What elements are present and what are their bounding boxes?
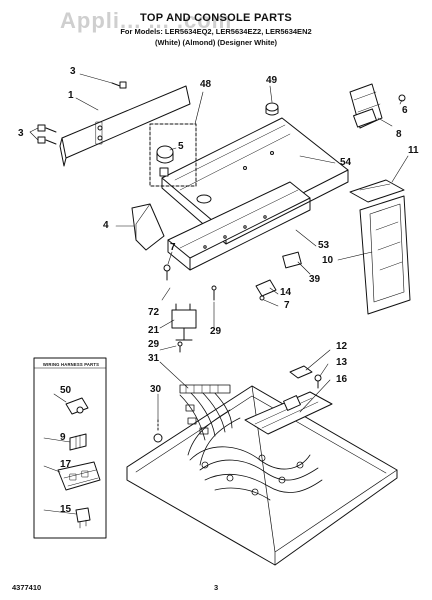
part-11-lid [349, 179, 405, 203]
callout-21: 21 [148, 325, 160, 336]
callout-29: 29 [210, 326, 222, 337]
callout-50: 50 [60, 385, 72, 396]
callout-10: 10 [322, 255, 334, 266]
callout-31: 31 [148, 353, 160, 364]
page-number: 3 [214, 583, 219, 592]
callout-3: 3 [18, 128, 24, 139]
watermark: Appli... ... .com [60, 8, 233, 33]
part-9 [69, 433, 87, 451]
part-17 [57, 461, 101, 491]
rear-bracket [61, 85, 191, 159]
callout-39: 39 [309, 274, 321, 285]
part-14-bracket [255, 279, 277, 297]
callout-14: 14 [280, 287, 292, 298]
callout-8: 8 [396, 129, 402, 140]
model-list: For Models: LER5634EQ2, LER5634EZ2, LER5… [120, 27, 312, 36]
callout-30: 30 [150, 384, 162, 395]
page-title: TOP AND CONSOLE PARTS [140, 12, 292, 24]
callout-4: 4 [103, 220, 109, 231]
part-39 [282, 251, 302, 269]
part-6-screw [398, 94, 406, 102]
callout-3: 3 [70, 66, 76, 77]
part-12-clip [289, 365, 313, 379]
callout-5: 5 [178, 141, 184, 152]
part-21-switch [171, 309, 197, 329]
part-30-screw [153, 433, 163, 443]
color-list: (White) (Almond) (Designer White) [154, 38, 278, 47]
callout-7: 7 [284, 300, 290, 311]
part-48-box [149, 123, 197, 187]
callout-49: 49 [266, 75, 278, 86]
callout-6: 6 [402, 105, 408, 116]
callout-15: 15 [60, 504, 72, 515]
callout-48: 48 [200, 79, 212, 90]
part-15 [75, 507, 91, 523]
callout-29: 29 [148, 339, 160, 350]
callout-54: 54 [340, 157, 352, 168]
wiring-harness [179, 384, 323, 501]
callout-17: 17 [60, 459, 72, 470]
callout-13: 13 [336, 357, 348, 368]
knob-5 [156, 145, 174, 159]
wiring-box-title: WIRING HARNESS PARTS [42, 362, 100, 367]
part-4-endcap [131, 203, 165, 251]
callout-72: 72 [148, 307, 160, 318]
callout-12: 12 [336, 341, 348, 352]
callout-11: 11 [408, 145, 419, 156]
knob-49 [265, 102, 279, 112]
callout-7: 7 [170, 242, 176, 253]
callout-16: 16 [336, 374, 348, 385]
part-10-panel [359, 195, 411, 315]
callout-53: 53 [318, 240, 330, 251]
callout-1: 1 [68, 90, 74, 101]
callout-9: 9 [60, 432, 66, 443]
part-code: 4377410 [12, 583, 42, 592]
